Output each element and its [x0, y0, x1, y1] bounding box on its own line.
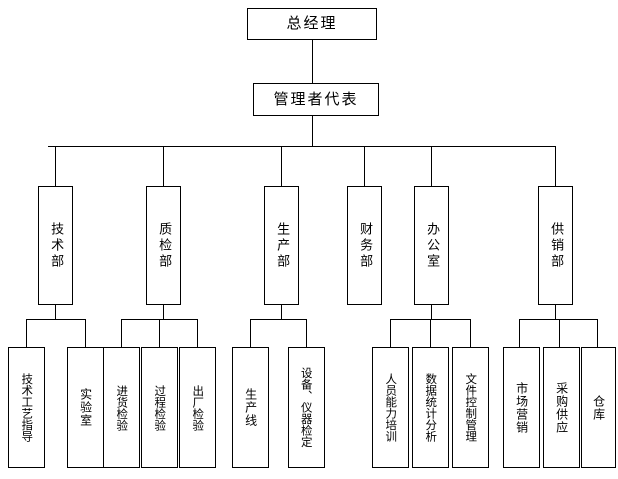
drop-tech-process-guidance	[26, 319, 27, 347]
node-office-dept[interactable]: 办公室	[414, 186, 449, 305]
node-procurement-supply[interactable]: 采购供应	[543, 347, 580, 468]
drop-to-office-dept	[431, 146, 432, 186]
connector-gm-to-mgmtrep	[312, 40, 313, 83]
node-label: 供销部	[548, 221, 564, 270]
drop-to-tech-dept	[55, 146, 56, 186]
node-label: 技术部	[48, 221, 64, 270]
connector-mgmtrep-to-bus	[312, 116, 313, 146]
node-label: 文件控制管理	[464, 373, 479, 442]
drop-production-line	[250, 319, 251, 347]
drop-procurement-supply	[559, 319, 560, 347]
node-label: 仓库	[591, 394, 606, 421]
node-label: 市场营销	[514, 381, 529, 434]
node-label: 采购供应	[554, 381, 569, 434]
node-marketing[interactable]: 市场营销	[503, 347, 540, 468]
drop-warehouse	[597, 319, 598, 347]
node-data-statistics[interactable]: 数据统计分析	[412, 347, 449, 468]
drop-to-qc-dept	[163, 146, 164, 186]
stem-tech-dept	[55, 305, 56, 319]
node-tech-process-guidance[interactable]: 技术工艺指导	[8, 347, 45, 468]
bracket-supply-sales-dept	[519, 319, 597, 320]
stem-office-dept	[431, 305, 432, 319]
node-production-line[interactable]: 生产线	[232, 347, 269, 468]
node-personnel-training[interactable]: 人员能力培训	[372, 347, 409, 468]
node-general-manager[interactable]: 总经理	[247, 8, 377, 40]
node-label: 实验室	[78, 388, 93, 427]
node-process-inspection[interactable]: 过程检验	[141, 347, 178, 468]
bracket-production-dept	[250, 319, 306, 320]
drop-to-finance-dept	[364, 146, 365, 186]
node-label: 数据统计分析	[424, 373, 439, 442]
drop-incoming-inspection	[121, 319, 122, 347]
drop-to-production-dept	[281, 146, 282, 186]
node-label: 技术工艺指导	[20, 373, 35, 442]
stem-production-dept	[281, 305, 282, 319]
drop-data-statistics	[430, 319, 431, 347]
node-equipment-calibration[interactable]: 设备、仪器检定	[288, 347, 325, 468]
drop-equipment-calibration	[306, 319, 307, 347]
node-document-control[interactable]: 文件控制管理	[452, 347, 489, 468]
drop-document-control	[470, 319, 471, 347]
node-tech-dept[interactable]: 技术部	[38, 186, 73, 305]
node-label: 办公室	[424, 221, 440, 270]
drop-to-supply-sales-dept	[555, 146, 556, 186]
bracket-tech-dept	[26, 319, 86, 320]
node-label: 进货检验	[115, 384, 130, 431]
drop-personnel-training	[390, 319, 391, 347]
node-label: 过程检验	[153, 384, 168, 431]
node-label: 出厂检验	[191, 384, 206, 431]
node-incoming-inspection[interactable]: 进货检验	[103, 347, 140, 468]
node-laboratory[interactable]: 实验室	[67, 347, 104, 468]
stem-qc-dept	[163, 305, 164, 319]
node-qc-dept[interactable]: 质检部	[146, 186, 181, 305]
node-label: 管理者代表	[273, 89, 359, 108]
node-finance-dept[interactable]: 财务部	[347, 186, 382, 305]
drop-laboratory	[85, 319, 86, 347]
node-label: 人员能力培训	[384, 373, 399, 442]
bus-level3	[48, 146, 556, 147]
node-label: 质检部	[156, 221, 172, 270]
node-label: 生产线	[243, 388, 258, 427]
node-production-dept[interactable]: 生产部	[264, 186, 299, 305]
node-outgoing-inspection[interactable]: 出厂检验	[179, 347, 216, 468]
stem-supply-sales-dept	[555, 305, 556, 319]
node-warehouse[interactable]: 仓库	[581, 347, 616, 468]
drop-marketing	[519, 319, 520, 347]
node-label: 财务部	[357, 221, 373, 270]
node-supply-sales-dept[interactable]: 供销部	[538, 186, 573, 305]
node-label: 总经理	[286, 14, 338, 33]
drop-outgoing-inspection	[197, 319, 198, 347]
drop-process-inspection	[159, 319, 160, 347]
node-management-representative[interactable]: 管理者代表	[253, 83, 379, 116]
node-label: 设备、仪器检定	[299, 367, 314, 448]
node-label: 生产部	[274, 221, 290, 270]
